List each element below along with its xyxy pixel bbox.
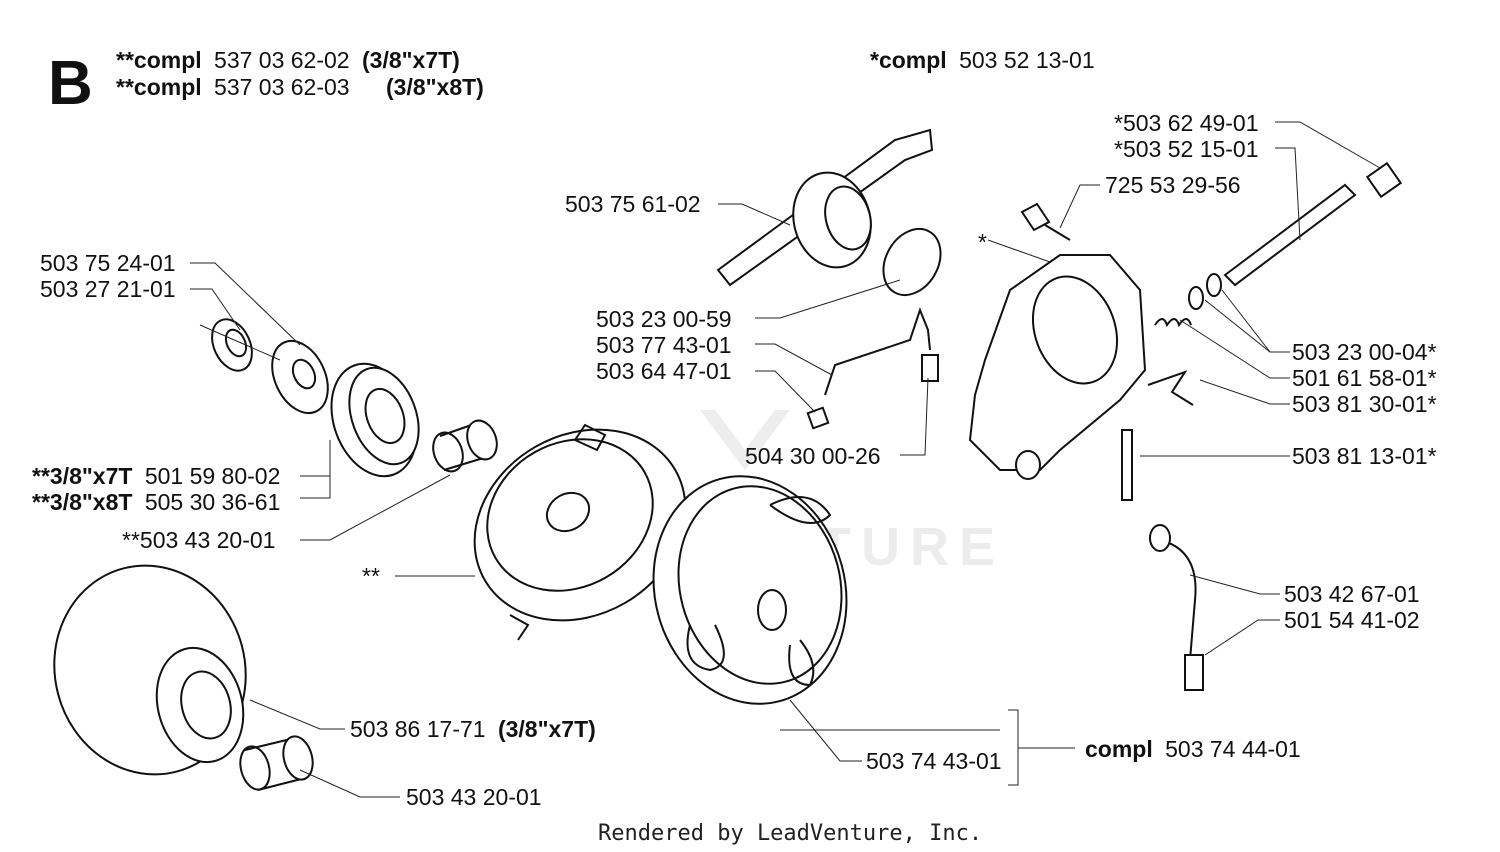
label-503-75-24-01: 503 75 24-01 — [40, 250, 176, 276]
drawing-rim-sprocket — [330, 362, 420, 478]
label-503-52-15-01: *503 52 15-01 — [1114, 136, 1259, 162]
drawing-washer-small-2 — [1206, 273, 1222, 297]
compl-8t-prefix: **compl — [116, 74, 202, 100]
label-503-27-21-01: 503 27 21-01 — [40, 276, 176, 302]
drawing-bolt — [1020, 202, 1071, 241]
leader-lines — [190, 121, 1381, 798]
drawing-pump-drive — [716, 128, 934, 287]
drawing-washer — [271, 339, 329, 415]
drawing-oil-pump-housing — [968, 254, 1147, 480]
label-503-23-00-04: 503 23 00-04* — [1292, 339, 1437, 365]
label-503-43-20-01-bearing: **503 43 20-01 — [122, 527, 275, 553]
compl-8t-variant: (3/8"x8T) — [386, 74, 484, 100]
drawing-o-ring — [882, 228, 942, 296]
label-503-86-17-71-number: 503 86 17-71 — [350, 716, 486, 742]
drawing-shaft-end — [1365, 161, 1403, 199]
drawing-seal — [806, 406, 830, 430]
compl-pump-number: 503 52 13-01 — [959, 47, 1095, 73]
part-drawings — [53, 128, 1403, 791]
label-503-23-00-59: 503 23 00-59 — [596, 306, 732, 332]
drawing-adjusting-screw — [1121, 429, 1133, 501]
label-503-77-43-01: 503 77 43-01 — [596, 332, 732, 358]
drawing-pump-shaft — [1223, 183, 1357, 287]
label-clutch-compl: compl 503 74 44-01 — [1085, 736, 1301, 762]
drawing-hose-nipple — [1149, 524, 1171, 552]
compl-7t-prefix: **compl — [116, 47, 202, 73]
label-pump-marker: * — [978, 229, 987, 255]
compl-8t-heading: **compl 537 03 62-03 (3/8"x8T) — [116, 74, 484, 100]
drawing-clutch-assembly — [652, 475, 848, 705]
drawing-needle-bearing-lower — [239, 735, 314, 791]
drawing-clutch-drum — [473, 423, 687, 641]
compl-7t-variant: (3/8"x7T) — [362, 47, 460, 73]
drawing-plate — [1147, 370, 1194, 406]
drawing-nipple — [921, 354, 939, 382]
label-503-81-13-01: 503 81 13-01* — [1292, 443, 1437, 469]
drawing-lock-washer — [211, 318, 253, 372]
compl-pump-heading: *compl 503 52 13-01 — [870, 47, 1095, 73]
drawing-oil-pipe — [824, 307, 931, 396]
label-drum-marker: ** — [362, 563, 380, 589]
label-clutch-compl-prefix: compl — [1085, 736, 1153, 762]
label-rim-8t-number: 505 30 36-61 — [145, 489, 281, 515]
label-501-61-58-01: 501 61 58-01* — [1292, 365, 1437, 391]
label-503-81-30-01: 503 81 30-01* — [1292, 391, 1437, 417]
label-rim-7t-number: 501 59 80-02 — [145, 463, 281, 489]
label-503-62-49-01: *503 62 49-01 — [1114, 110, 1259, 136]
label-clutch-compl-number: 503 74 44-01 — [1165, 736, 1301, 762]
label-503-75-61-02: 503 75 61-02 — [565, 191, 701, 217]
drawing-washer-small-1 — [1188, 286, 1204, 310]
section-letter: B — [48, 49, 93, 118]
label-503-42-67-01: 503 42 67-01 — [1284, 581, 1420, 607]
footer-credit: Rendered by LeadVenture, Inc. — [598, 821, 982, 846]
label-503-86-17-71-variant: (3/8"x7T) — [498, 716, 596, 742]
label-503-86-17-71: 503 86 17-71 (3/8"x7T) — [350, 716, 596, 742]
label-503-74-43-01: 503 74 43-01 — [866, 748, 1002, 774]
drawing-needle-bearing-upper — [432, 419, 498, 473]
label-503-64-47-01: 503 64 47-01 — [596, 358, 732, 384]
label-rim-7t: **3/8"x7T 501 59 80-02 — [32, 463, 280, 489]
compl-pump-prefix: *compl — [870, 47, 947, 73]
compl-8t-number: 537 03 62-03 — [214, 74, 350, 100]
drawing-spring — [1154, 318, 1192, 328]
drawing-filter — [1184, 654, 1204, 691]
compl-7t-heading: **compl 537 03 62-02 (3/8"x7T) — [116, 47, 460, 73]
label-rim-8t-prefix: **3/8"x8T — [32, 489, 132, 515]
label-rim-7t-prefix: **3/8"x7T — [32, 463, 132, 489]
drawing-spur-sprocket — [53, 564, 247, 776]
label-725-53-29-56: 725 53 29-56 — [1105, 172, 1241, 198]
label-504-30-00-26: 504 30 00-26 — [745, 443, 881, 469]
compl-7t-number: 537 03 62-02 — [214, 47, 350, 73]
label-rim-8t: **3/8"x8T 505 30 36-61 — [32, 489, 280, 515]
label-503-43-20-01: 503 43 20-01 — [406, 784, 542, 810]
label-501-54-41-02: 501 54 41-02 — [1284, 607, 1420, 633]
